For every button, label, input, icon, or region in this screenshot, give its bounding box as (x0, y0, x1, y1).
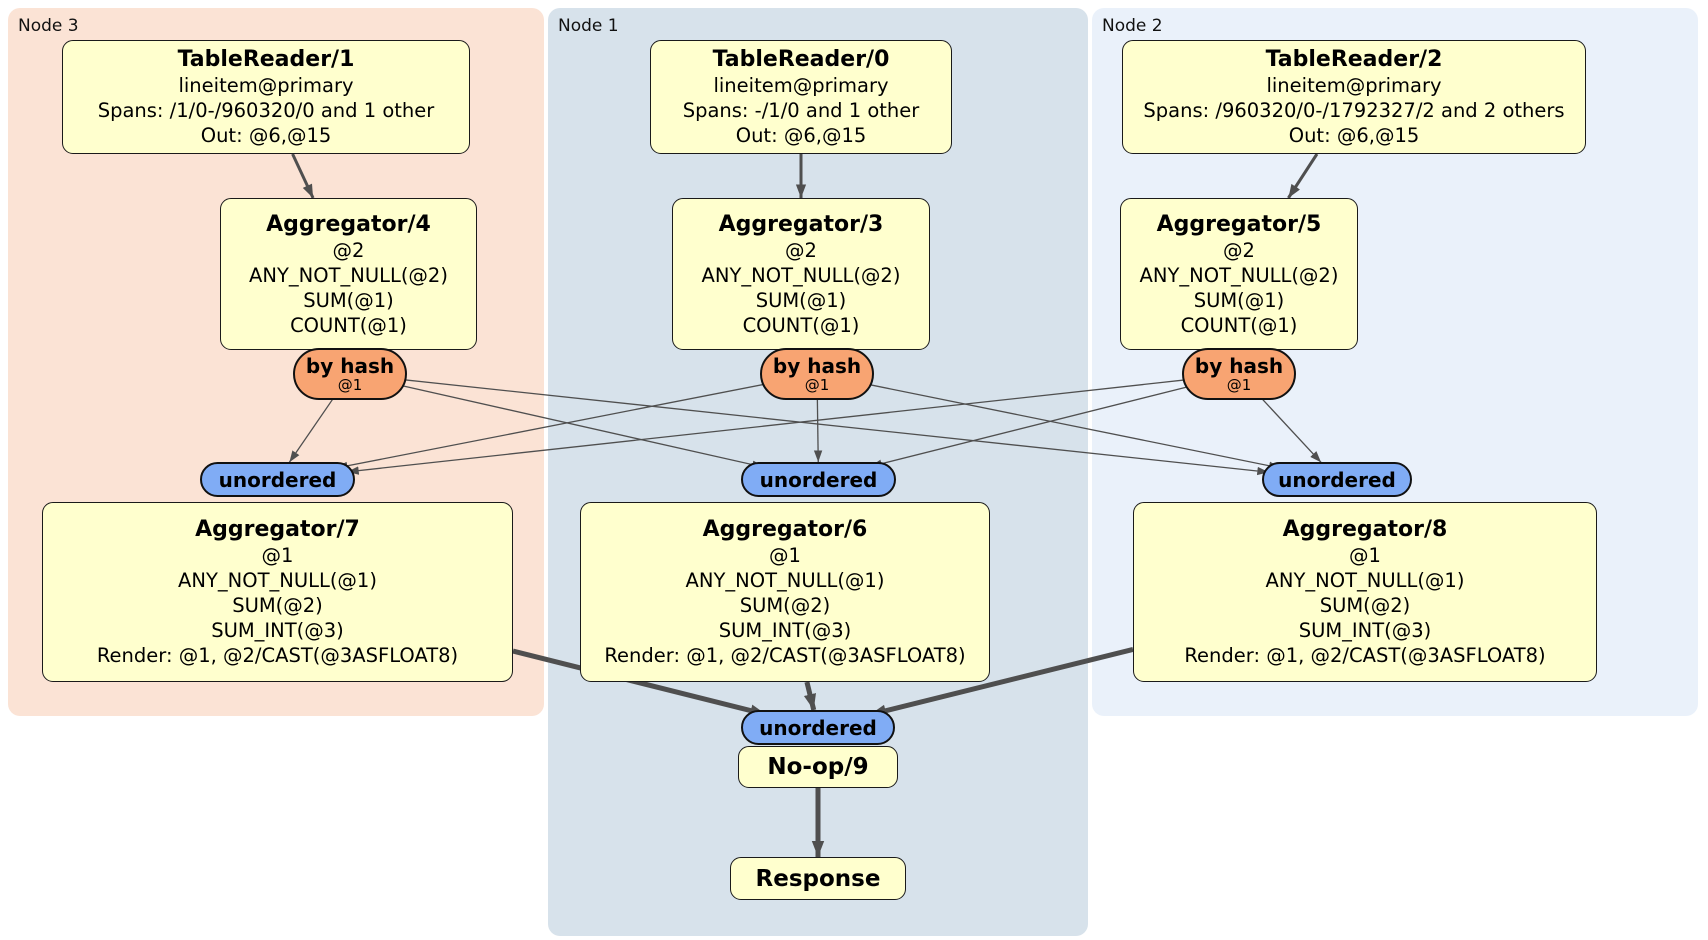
processor-agg-fn: ANY_NOT_NULL(@2) (701, 263, 901, 287)
processor-groupcols: @2 (1223, 238, 1255, 262)
processor-groupcols: @1 (261, 544, 294, 567)
processor-title: No-op/9 (767, 754, 869, 780)
region-label-node-3: Node 3 (18, 16, 79, 36)
processor-spans: Spans: /960320/0-/1792327/2 and 2 others (1143, 99, 1565, 122)
processor-agg-fn: COUNT(@1) (742, 313, 860, 337)
processor-groupcols: @2 (332, 238, 365, 262)
processor-aggregator-7: Aggregator/7 @1 ANY_NOT_NULL(@1) SUM(@2)… (42, 502, 513, 682)
sync-label: unordered (759, 467, 878, 492)
processor-agg-fn: SUM_INT(@3) (1298, 619, 1432, 642)
processor-tablereader-1: TableReader/1 lineitem@primary Spans: /1… (62, 40, 470, 154)
processor-render: Render: @1, @2/CAST(@3ASFLOAT8) (96, 644, 459, 667)
processor-aggregator-6: Aggregator/6 @1 ANY_NOT_NULL(@1) SUM(@2)… (580, 502, 990, 682)
processor-agg-fn: SUM(@2) (739, 594, 831, 617)
processor-tablereader-0: TableReader/0 lineitem@primary Spans: -/… (650, 40, 952, 154)
processor-agg-fn: COUNT(@1) (290, 313, 407, 337)
sync-unordered-center: unordered (741, 462, 896, 497)
sync-label: unordered (759, 715, 877, 740)
response-box: Response (730, 857, 906, 900)
processor-title: Aggregator/7 (195, 517, 360, 542)
processor-render: Render: @1, @2/CAST(@3ASFLOAT8) (604, 644, 966, 667)
router-label: by hash (1194, 353, 1284, 378)
processor-title: TableReader/1 (177, 47, 355, 72)
processor-agg-fn: SUM(@2) (1319, 594, 1411, 617)
processor-agg-fn: SUM(@1) (755, 288, 847, 312)
processor-title: TableReader/2 (1265, 47, 1443, 72)
processor-out: Out: @6,@15 (735, 124, 867, 147)
processor-aggregator-8: Aggregator/8 @1 ANY_NOT_NULL(@1) SUM(@2)… (1133, 502, 1597, 682)
processor-agg-fn: ANY_NOT_NULL(@1) (1265, 569, 1465, 592)
sync-label: unordered (218, 467, 337, 492)
processor-agg-fn: ANY_NOT_NULL(@2) (1139, 263, 1339, 287)
processor-agg-fn: ANY_NOT_NULL(@2) (249, 263, 448, 287)
processor-render: Render: @1, @2/CAST(@3ASFLOAT8) (1184, 644, 1546, 667)
processor-title: Aggregator/3 (718, 211, 884, 237)
router-columns: @1 (337, 375, 363, 394)
processor-index: lineitem@primary (713, 74, 889, 97)
processor-aggregator-5: Aggregator/5 @2 ANY_NOT_NULL(@2) SUM(@1)… (1120, 198, 1358, 350)
processor-agg-fn: ANY_NOT_NULL(@1) (685, 569, 885, 592)
processor-out: Out: @6,@15 (1288, 124, 1420, 147)
processor-title: Aggregator/5 (1156, 211, 1322, 237)
processor-title: Aggregator/8 (1282, 517, 1448, 542)
region-label-node-2: Node 2 (1102, 16, 1163, 36)
region-label-node-1: Node 1 (558, 16, 619, 36)
processor-aggregator-3: Aggregator/3 @2 ANY_NOT_NULL(@2) SUM(@1)… (672, 198, 930, 350)
processor-agg-fn: SUM(@2) (232, 594, 323, 617)
processor-aggregator-4: Aggregator/4 @2 ANY_NOT_NULL(@2) SUM(@1)… (220, 198, 477, 350)
processor-index: lineitem@primary (178, 74, 354, 97)
processor-agg-fn: SUM_INT(@3) (718, 619, 852, 642)
processor-groupcols: @1 (1349, 544, 1381, 567)
sync-unordered-right: unordered (1262, 462, 1412, 497)
processor-title: Aggregator/4 (266, 211, 431, 237)
processor-agg-fn: SUM_INT(@3) (211, 619, 344, 642)
response-title: Response (755, 865, 881, 892)
router-label: by hash (772, 353, 862, 378)
processor-spans: Spans: /1/0-/960320/0 and 1 other (97, 99, 435, 122)
processor-groupcols: @2 (785, 238, 817, 262)
sync-unordered-final: unordered (741, 710, 895, 745)
router-by-hash-node3: by hash @1 (293, 348, 407, 400)
sync-unordered-left: unordered (200, 462, 355, 497)
processor-agg-fn: COUNT(@1) (1180, 313, 1298, 337)
processor-groupcols: @1 (769, 544, 801, 567)
processor-agg-fn: SUM(@1) (303, 288, 394, 312)
sync-label: unordered (1278, 467, 1396, 492)
router-by-hash-node2: by hash @1 (1182, 348, 1296, 400)
processor-noop-9: No-op/9 (738, 746, 898, 788)
processor-spans: Spans: -/1/0 and 1 other (682, 99, 920, 122)
processor-agg-fn: SUM(@1) (1193, 288, 1285, 312)
router-columns: @1 (1226, 375, 1252, 394)
processor-title: Aggregator/6 (702, 517, 868, 542)
processor-title: TableReader/0 (712, 47, 890, 72)
processor-tablereader-2: TableReader/2 lineitem@primary Spans: /9… (1122, 40, 1586, 154)
processor-agg-fn: ANY_NOT_NULL(@1) (178, 569, 377, 592)
router-by-hash-node1: by hash @1 (760, 348, 874, 400)
processor-out: Out: @6,@15 (200, 124, 332, 147)
router-label: by hash (305, 353, 395, 378)
processor-index: lineitem@primary (1266, 74, 1442, 97)
router-columns: @1 (804, 375, 830, 394)
